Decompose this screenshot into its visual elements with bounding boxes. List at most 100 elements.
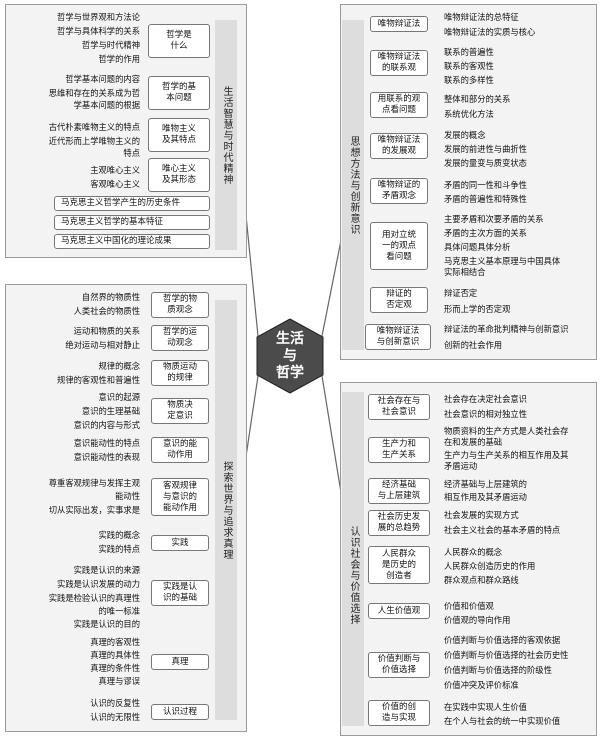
- tl-leaf-1-2: 哲学与具体科学的关系: [57, 26, 140, 36]
- bl-topic-6: 客观规律 与意识的 能动作用: [151, 478, 209, 516]
- br-leaf-6-1: 价值和价值观: [444, 601, 494, 611]
- bl-leaf-2-1: 运动和物质的关系: [73, 326, 140, 336]
- tr-leaf-6-4: 马克思主义基本原理与中国具体 实际相结合: [444, 256, 561, 277]
- band-u2: [215, 300, 237, 720]
- br-leaf-3-2: 相互作用及其矛盾运动: [444, 492, 527, 502]
- unit-label-2: 探索世界与追求真理: [221, 460, 232, 560]
- bl-topic-7: 实践: [151, 535, 209, 551]
- bl-leaf-3-1: 规律的概念: [98, 361, 141, 371]
- br-topic-2: 生产力和 生产关系: [368, 437, 430, 463]
- br-leaf-2-1: 物质资料的生产方式是人类社会存 在和发展的基础: [444, 426, 569, 447]
- bl-leaf-6-2: 能动性: [115, 491, 140, 501]
- unit-label-1: 生活智慧与时代精神: [221, 85, 232, 185]
- br-topic-1: 社会存在与 社会意识: [368, 394, 430, 420]
- tr-leaf-7-1: 辩证否定: [444, 288, 478, 298]
- br-leaf-3-1: 经济基础与上层建筑的: [444, 479, 527, 489]
- bl-topic-5: 意识的能 动作用: [151, 437, 209, 463]
- br-leaf-5-3: 群众观点和群众路线: [444, 575, 519, 585]
- bl-leaf-9-4: 真理与谬误: [98, 676, 141, 686]
- br-leaf-7-2: 价值判断与价值选择的社会历史性: [444, 650, 569, 660]
- tr-topic-5: 唯物辩证的 矛盾观念: [370, 178, 428, 204]
- tr-leaf-2-3: 联系的多样性: [444, 75, 494, 85]
- tr-leaf-3-1: 整体和部分的关系: [444, 94, 511, 104]
- bl-leaf-4-2: 意识的生理基础: [81, 406, 140, 416]
- bl-leaf-7-2: 实践的特点: [98, 544, 141, 554]
- tr-topic-8: 唯物辩证法 与创新意识: [365, 324, 431, 350]
- bl-leaf-9-1: 真理的客观性: [90, 637, 140, 647]
- tr-topic-1: 唯物辩证法: [370, 16, 428, 32]
- tr-leaf-1-1: 唯物辩证法的总特征: [444, 12, 519, 22]
- br-leaf-2-2: 生产力与生产关系的相互作用及其 矛盾运动: [444, 450, 569, 471]
- tr-leaf-1-2: 唯物辩证法的实质与核心: [444, 27, 536, 37]
- band-u4: [342, 392, 364, 726]
- bl-leaf-2-2: 绝对运动与相对静止: [65, 340, 140, 350]
- tl-leaf-4-2: 客观唯心主义: [90, 179, 140, 189]
- bl-leaf-8-5: 实践是认识的目的: [73, 619, 140, 629]
- tl-topic-4: 唯心主义 及其形态: [148, 158, 210, 192]
- br-leaf-7-3: 价值判断与价值选择的阶级性: [444, 665, 552, 675]
- bl-topic-1: 哲学的物 质观念: [151, 292, 209, 318]
- tl-leaf-2-2: 思维和存在的关系成为哲: [48, 88, 140, 98]
- tr-topic-7: 辩证的 否定观: [370, 287, 428, 313]
- tr-topic-2: 唯物辩证法 的联系观: [370, 50, 428, 76]
- br-leaf-8-1: 在实践中实现人生价值: [444, 702, 527, 712]
- bl-leaf-4-1: 意识的起源: [98, 392, 141, 402]
- br-topic-6: 人生价值观: [368, 603, 430, 619]
- bl-leaf-6-1: 尊重客观规律与发挥主观: [48, 478, 140, 488]
- br-leaf-1-1: 社会存在决定社会意识: [444, 394, 527, 404]
- band-u3: [342, 20, 364, 350]
- bl-leaf-5-1: 意识能动性的特点: [73, 438, 140, 448]
- bl-leaf-8-3: 实践是检验认识的真理性: [48, 593, 140, 603]
- tl-topic-3: 唯物主义 及其特点: [148, 118, 210, 152]
- bl-leaf-8-4: 的唯一标准: [98, 606, 141, 616]
- tr-leaf-4-3: 发展的量变与质变状态: [444, 158, 527, 168]
- bl-topic-2: 哲学的运 动观念: [151, 325, 209, 351]
- tr-leaf-6-2: 矛盾的主次方面的关系: [444, 228, 527, 238]
- tl-leaf-4-1: 主观唯心主义: [90, 165, 140, 175]
- br-leaf-7-1: 价值判断与价值选择的客观依据: [444, 635, 561, 645]
- tr-leaf-4-1: 发展的概念: [444, 130, 486, 140]
- tr-leaf-6-1: 主要矛盾和次要矛盾的关系: [444, 214, 544, 224]
- tr-leaf-3-2: 系统优化方法: [444, 109, 494, 119]
- bl-topic-3: 物质运动 的规律: [151, 360, 209, 386]
- tr-leaf-7-2: 形而上学的否定观: [444, 304, 511, 314]
- br-leaf-8-2: 在个人与社会的统一中实现价值: [444, 716, 561, 726]
- bl-leaf-4-3: 意识的内容与形式: [73, 420, 140, 430]
- br-leaf-5-1: 人民群众的概念: [444, 547, 503, 557]
- tl-leaf-1-3: 哲学与时代精神: [81, 40, 140, 50]
- unit-label-4: 认识社会与价值选择: [348, 525, 359, 625]
- tl-wide-1: 马克思主义哲学产生的历史条件: [54, 196, 210, 211]
- bl-leaf-6-3: 切从实际出发，实事求是: [48, 505, 140, 515]
- unit-label-3: 思想方法与创新意识: [348, 135, 359, 235]
- br-topic-5: 人民群众 是历史的 创造者: [368, 546, 430, 584]
- tr-topic-6: 用对立统 一的观点 看问题: [370, 222, 428, 270]
- tr-leaf-2-2: 联系的客观性: [444, 61, 494, 71]
- tr-topic-4: 唯物辩证法 的发展观: [370, 133, 428, 159]
- tl-leaf-1-4: 哲学的作用: [98, 54, 141, 64]
- tl-leaf-2-3: 学基本问题的根据: [73, 100, 140, 110]
- tr-leaf-5-1: 矛盾的同一性和斗争性: [444, 180, 527, 190]
- tr-leaf-8-1: 辩证法的革命批判精神与创新意识: [444, 324, 569, 334]
- tr-leaf-4-2: 发展的前进性与曲折性: [444, 144, 527, 154]
- bl-topic-10: 认识过程: [151, 704, 209, 720]
- tl-leaf-2-1: 哲学基本问题的内容: [65, 74, 140, 84]
- bl-leaf-8-1: 实践是认识的来源: [73, 565, 140, 575]
- bl-leaf-9-2: 真理的具体性: [90, 650, 140, 660]
- br-leaf-5-2: 人民群众创造历史的作用: [444, 561, 536, 571]
- bl-topic-9: 真理: [151, 654, 209, 670]
- tl-leaf-3-3: 特点: [123, 148, 140, 158]
- bl-leaf-1-2: 人类社会的物质性: [73, 306, 140, 316]
- tr-leaf-2-1: 联系的普遍性: [444, 47, 494, 57]
- tr-leaf-8-2: 创新的社会作用: [444, 340, 503, 350]
- bl-leaf-3-2: 规律的客观性和普遍性: [57, 375, 140, 385]
- tl-topic-2: 哲学的基 本问题: [148, 76, 210, 110]
- br-topic-8: 价值的创 造与实现: [368, 700, 430, 726]
- br-leaf-4-2: 社会主义社会的基本矛盾的特点: [444, 525, 561, 535]
- bl-leaf-9-3: 真理的条件性: [90, 663, 140, 673]
- bl-leaf-5-2: 意识能动性的表现: [73, 452, 140, 462]
- band-u1: [215, 20, 237, 250]
- tl-leaf-1-1: 哲学与世界观和方法论: [57, 12, 140, 22]
- tr-topic-3: 用联系的观 点看问题: [370, 92, 428, 118]
- hexagon-shape: [256, 318, 324, 394]
- bl-topic-8: 实践是认 识的基础: [151, 580, 209, 606]
